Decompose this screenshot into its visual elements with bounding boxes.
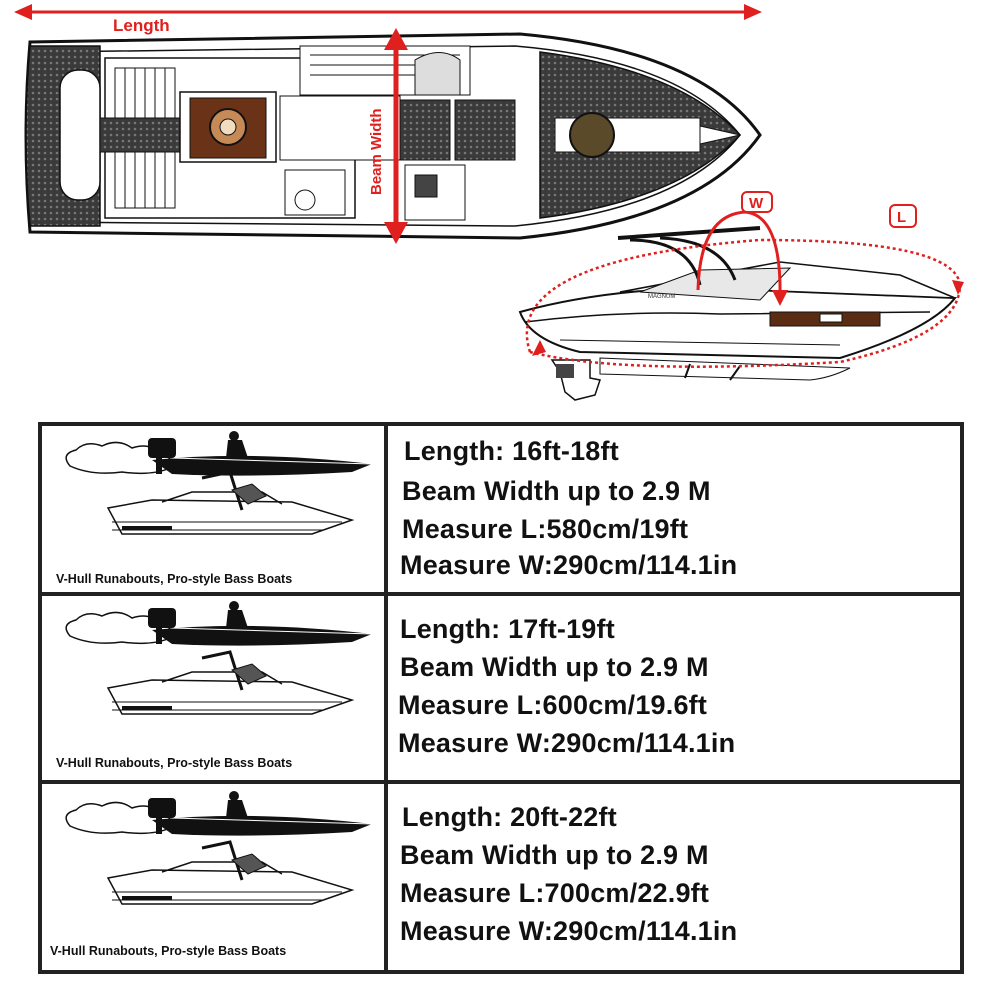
spec-length: Length: 20ft-22ft: [402, 802, 617, 832]
l-badge-label: L: [897, 209, 906, 226]
size-row-2: V-Hull Runabouts, Pro-style Bass Boats L…: [42, 596, 960, 784]
boat-side-view: MAGNUM: [518, 226, 957, 401]
spec-beam-width: Beam Width up to 2.9 M: [400, 840, 709, 870]
beam-width-label: Beam Width: [368, 108, 385, 195]
hull-brand-text: MAGNUM: [648, 294, 675, 300]
boat-illustration-cell: V-Hull Runabouts, Pro-style Bass Boats: [42, 784, 388, 970]
spec-beam-width: Beam Width up to 2.9 M: [402, 476, 711, 506]
spec-measure-l: Measure L:600cm/19.6ft: [398, 690, 708, 720]
length-arrow: [14, 4, 762, 20]
l-measure-arc: [525, 238, 964, 368]
boat-types-illustration: [65, 431, 373, 535]
boat-types-illustration: [65, 601, 373, 715]
spec-measure-w: Measure W:290cm/114.1in: [398, 728, 736, 758]
boat-types-illustration: [65, 791, 373, 905]
w-badge: W: [741, 191, 773, 213]
spec-cell: Length: 16ft-18ft Beam Width up to 2.9 M…: [388, 426, 960, 592]
size-table: V-Hull Runabouts, Pro-style Bass Boats L…: [38, 422, 964, 974]
spec-length: Length: 16ft-18ft: [404, 436, 619, 466]
spec-length: Length: 17ft-19ft: [400, 614, 615, 644]
spec-measure-w: Measure W:290cm/114.1in: [400, 916, 738, 946]
boat-dimension-diagram: Length: [14, 4, 964, 401]
spec-beam-width: Beam Width up to 2.9 M: [400, 652, 709, 682]
size-row-1: V-Hull Runabouts, Pro-style Bass Boats L…: [42, 426, 960, 596]
spec-cell: Length: 17ft-19ft Beam Width up to 2.9 M…: [388, 596, 960, 780]
spec-measure-l: Measure L:700cm/22.9ft: [400, 878, 710, 908]
boat-type-caption: V-Hull Runabouts, Pro-style Bass Boats: [56, 756, 293, 770]
length-label: Length: [113, 16, 170, 35]
beam-width-arrow: [384, 28, 408, 244]
boat-type-caption: V-Hull Runabouts, Pro-style Bass Boats: [56, 572, 293, 586]
boat-top-view: [24, 32, 762, 240]
boat-illustration-cell: V-Hull Runabouts, Pro-style Bass Boats: [42, 596, 388, 780]
spec-cell: Length: 20ft-22ft Beam Width up to 2.9 M…: [388, 784, 960, 970]
spec-measure-w: Measure W:290cm/114.1in: [400, 550, 738, 580]
w-badge-label: W: [749, 195, 764, 212]
boat-type-caption: V-Hull Runabouts, Pro-style Bass Boats: [50, 944, 287, 958]
size-row-3: V-Hull Runabouts, Pro-style Bass Boats L…: [42, 784, 960, 970]
boat-illustration-cell: V-Hull Runabouts, Pro-style Bass Boats: [42, 426, 388, 592]
spec-measure-l: Measure L:580cm/19ft: [402, 514, 689, 544]
l-badge: L: [889, 204, 917, 228]
